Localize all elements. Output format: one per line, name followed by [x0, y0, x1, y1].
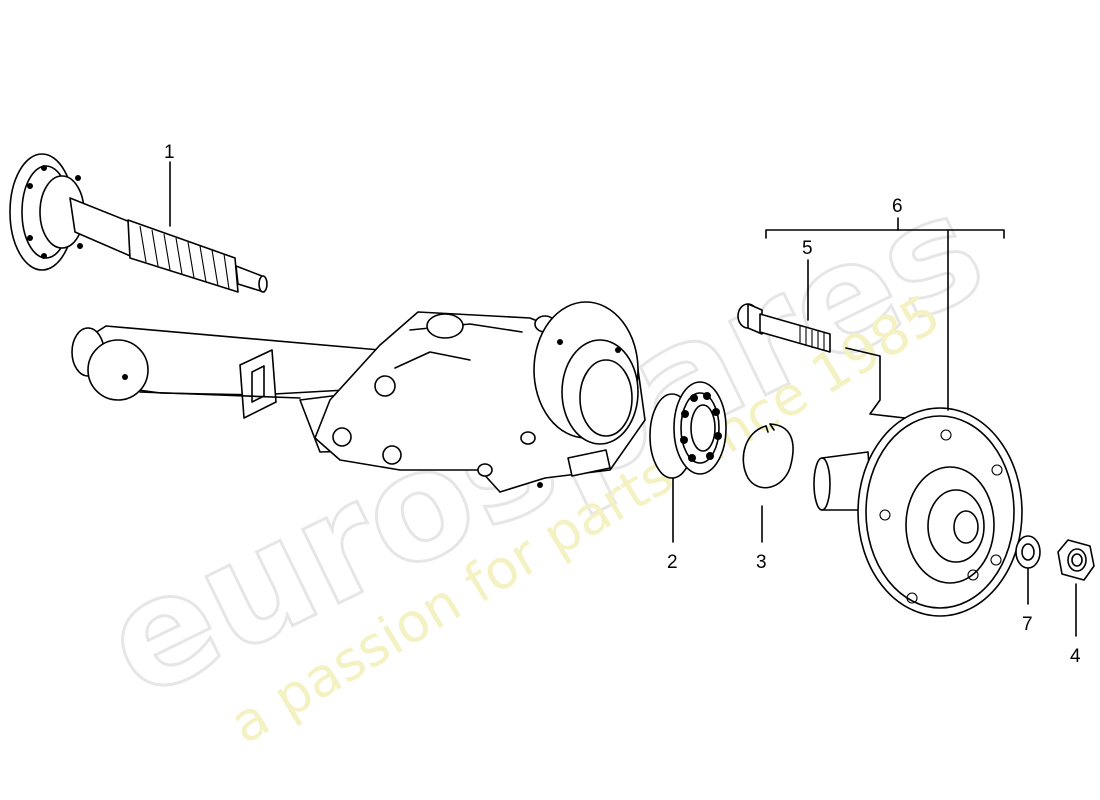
callout-6: 6: [892, 196, 903, 217]
part-6-wheel-hub[interactable]: [813, 407, 1023, 617]
leader-lines: [169, 161, 1077, 637]
part-2-wheel-bearing[interactable]: [649, 381, 727, 479]
callout-5: 5: [802, 238, 813, 259]
callout-3: 3: [756, 552, 767, 573]
callout-2: 2: [667, 552, 678, 573]
part-5-wheel-stud[interactable]: [737, 303, 906, 419]
part-1-drive-flange-shaft[interactable]: [9, 153, 268, 293]
callout-1: 1: [164, 142, 175, 163]
callout-labels: 1 2 3 4 5 6 7: [164, 142, 1081, 667]
part-7-washer[interactable]: [1015, 535, 1041, 569]
part-3-circlip[interactable]: [742, 423, 794, 489]
callout-4: 4: [1070, 646, 1081, 667]
callout-7: 7: [1022, 614, 1033, 635]
part-4-hub-nut[interactable]: [1057, 539, 1095, 581]
wheel-carrier-housing[interactable]: [314, 301, 646, 493]
